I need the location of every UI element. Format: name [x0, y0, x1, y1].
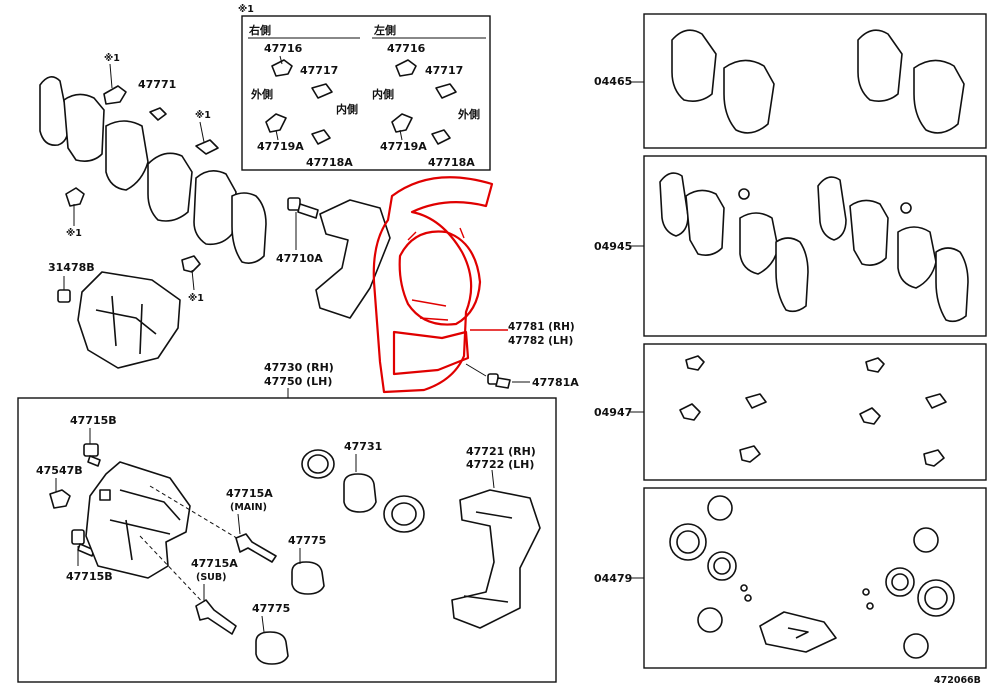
kit-04945-frame [643, 155, 987, 337]
label-47710A: 47710A [276, 252, 323, 265]
brake-pad-icon [63, 93, 105, 162]
inset-right-title: 右側 [248, 23, 271, 37]
shim-inner-icon [231, 192, 267, 264]
dust-cover-highlight[interactable] [372, 176, 508, 394]
inset-left-title: 左側 [373, 23, 396, 37]
label-47719A-r: 47719A [257, 140, 304, 153]
label-47775-b: 47775 [252, 602, 290, 615]
label-47717-l: 47717 [425, 64, 463, 77]
label-47775-a: 47775 [288, 534, 326, 547]
label-47547B: 47547B [36, 464, 83, 477]
left-upper-parts: ※1 47771 ※1 ※1 ※1 31478B 47710A [39, 53, 391, 369]
anti-squeal-shim-icon [39, 76, 70, 147]
clip-icon-2 [149, 107, 167, 121]
label-47730: 47730 (RH) [264, 361, 334, 374]
caliper-assy-frame [17, 397, 557, 683]
label-04947: 04947 [594, 406, 632, 419]
label-47781A: 47781A [532, 376, 579, 389]
seal-kit-icons [669, 495, 955, 659]
pad-shim-icon [147, 152, 193, 222]
kit-04465-frame [643, 13, 987, 149]
label-sub-note: (SUB) [196, 572, 226, 583]
inset-frame [241, 15, 491, 171]
clip-icon-4 [65, 187, 85, 207]
pad-icon-c [857, 29, 903, 102]
brake-pad-icon-2 [105, 120, 149, 191]
label-04945: 04945 [594, 240, 632, 253]
piston-icon [343, 473, 377, 513]
label-47718A-l: 47718A [428, 156, 475, 169]
caliper-icon [85, 461, 191, 579]
kit-04945[interactable]: 04945 [594, 155, 987, 337]
label-04479: 04479 [594, 572, 632, 585]
label-31478B: 31478B [48, 261, 95, 274]
label-inner-l: 内側 [372, 87, 394, 101]
boss-icon [99, 489, 111, 501]
pin-boot-icon-2 [255, 631, 289, 665]
figure-number: 472066B [934, 675, 981, 686]
kit-04479-frame [643, 487, 987, 669]
label-47731: 47731 [344, 440, 382, 453]
label-outer-l: 外側 [457, 107, 480, 121]
label-47716-l: 47716 [387, 42, 426, 55]
label-47717-r: 47717 [300, 64, 338, 77]
label-47781: 47781 (RH) [508, 321, 575, 333]
label-47782: 47782 (LH) [508, 335, 573, 347]
slide-pin-main-icon [235, 533, 277, 563]
label-47722: 47722 (LH) [466, 458, 534, 471]
label-47719A-l: 47719A [380, 140, 427, 153]
caliper-support-icon [315, 199, 391, 319]
kit-04465[interactable]: 04465 [594, 13, 987, 149]
clip-icon-3 [195, 139, 219, 155]
label-04465: 04465 [594, 75, 632, 88]
kit-04947-frame [643, 343, 987, 481]
piston-seal-icon [301, 449, 335, 479]
label-47716-r: 47716 [264, 42, 303, 55]
shim-clip-icons [265, 55, 457, 145]
clip-icon-5 [181, 255, 201, 273]
marker-1d: ※1 [188, 293, 204, 304]
marker-1b: ※1 [195, 110, 211, 121]
kit-04479[interactable]: 04479 [594, 487, 987, 669]
caliper-body-icon [77, 271, 181, 369]
label-47771: 47771 [138, 78, 176, 91]
inset-marker: ※1 [238, 4, 254, 15]
bolt-47715b-icon-2 [71, 529, 85, 545]
bleeder-icon [49, 489, 71, 509]
marker-1a: ※1 [104, 53, 120, 64]
pad-icon-d [913, 59, 965, 134]
pad-icon [671, 29, 717, 102]
mounting-support-icon [451, 489, 541, 629]
clip-set-icons [679, 355, 947, 467]
bleeder-plug-icon [57, 289, 71, 303]
label-main-note: (MAIN) [230, 502, 267, 513]
brake-pad-inner-icon [193, 170, 237, 246]
pad-icon-b [723, 59, 775, 134]
label-inner-r: 内側 [336, 102, 358, 116]
caliper-box-parts: 47715B 47547B 47715B 47715A (MAIN) 47715… [36, 414, 541, 665]
grease-packet-icon [759, 611, 837, 653]
callout-inset: ※1 右側 左側 47716 47717 外側 47719A 47718A 47… [238, 4, 491, 171]
label-outer-r: 外側 [250, 87, 273, 101]
kit-04947[interactable]: 04947 [594, 343, 987, 481]
slide-pin-sub-icon [195, 599, 237, 635]
label-47718A-r: 47718A [306, 156, 353, 169]
label-47721: 47721 (RH) [466, 445, 536, 458]
label-47750: 47750 (LH) [264, 375, 332, 388]
label-47715B-bot: 47715B [66, 570, 113, 583]
bolt-47715b-icon [83, 443, 99, 457]
pin-boot-icon [291, 561, 325, 595]
marker-1c: ※1 [66, 228, 82, 239]
cylinder-boot-icon [383, 495, 425, 533]
label-47715A-sub: 47715A [191, 557, 238, 570]
label-47715A-main: 47715A [226, 487, 273, 500]
label-47715B-top: 47715B [70, 414, 117, 427]
dust-cover-bolt [465, 363, 530, 389]
clip-icon [103, 85, 127, 105]
